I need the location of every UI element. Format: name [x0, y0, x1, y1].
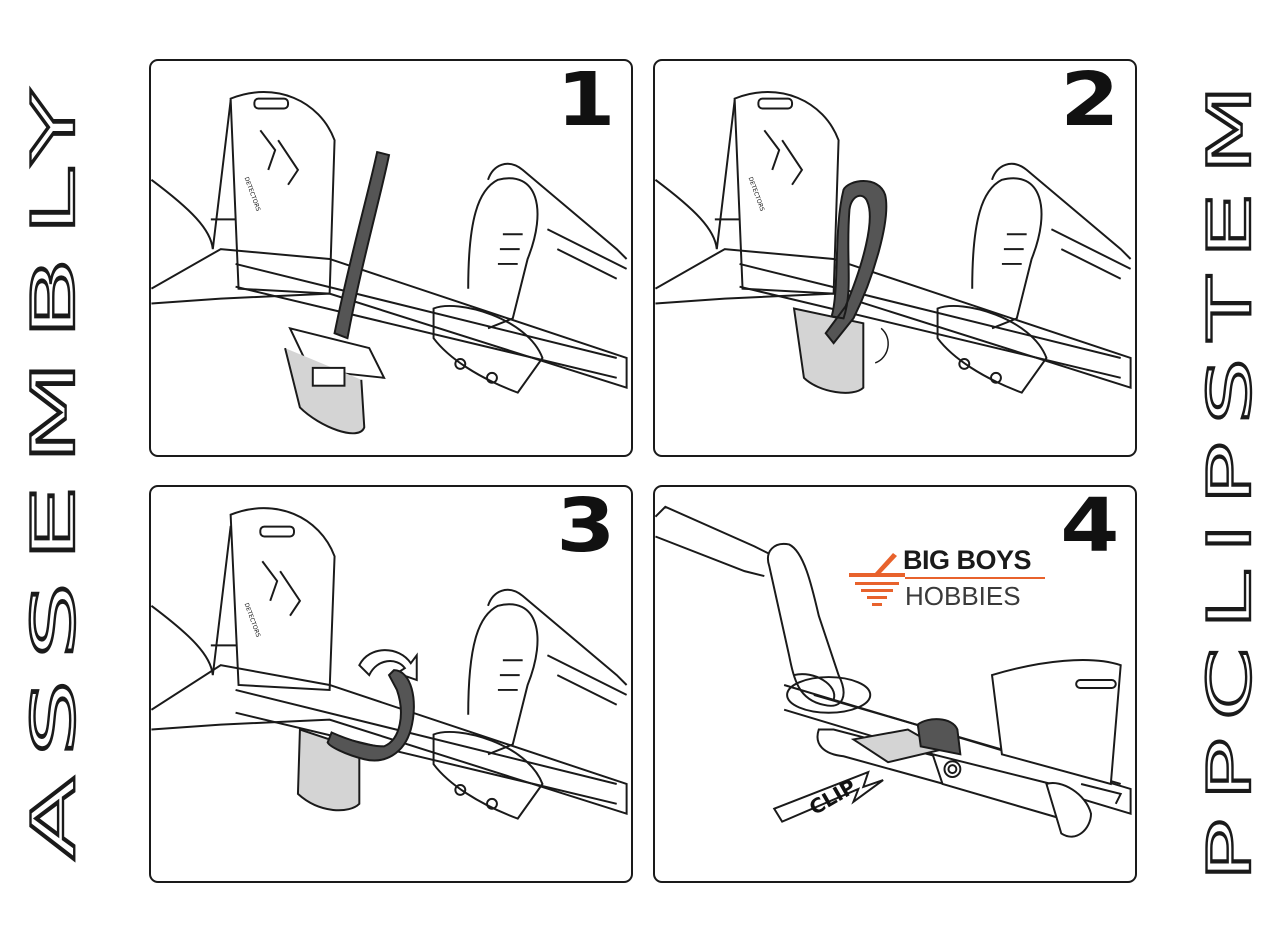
step-panel-4: BIG BOYS HOBBIES CLIP 4: [653, 485, 1137, 883]
ppclipstem-title: PPCLIPSTEM: [1198, 60, 1262, 886]
step-3-illustration: DETECTORS: [151, 507, 628, 820]
assembly-title-text: ASSEMBLY: [22, 70, 86, 860]
logo-line-1: BIG BOYS: [903, 545, 1032, 575]
ppclipstem-title-text: PPCLIPSTEM: [1198, 67, 1262, 882]
step-1-illustration: DETECTORS: [151, 91, 628, 435]
step-number: 1: [555, 59, 615, 143]
step-4-illustration: [655, 505, 1132, 838]
step-panel-3: DETECTORS 3: [149, 485, 633, 883]
step-number: 4: [1059, 485, 1119, 569]
logo-line-2: HOBBIES: [905, 581, 1021, 611]
step-panel-1: DETECTORS 1: [149, 59, 633, 457]
detector-coil-icon: [849, 553, 905, 606]
step-number: 2: [1059, 59, 1119, 143]
logo-divider: [905, 577, 1045, 579]
step-number: 3: [555, 485, 615, 569]
big-boys-hobbies-logo: BIG BOYS HOBBIES: [845, 543, 1045, 613]
step-2-illustration: DETECTORS: [655, 91, 1132, 394]
assembly-title: ASSEMBLY: [22, 60, 86, 886]
step-panel-2: DETECTORS 2: [653, 59, 1137, 457]
